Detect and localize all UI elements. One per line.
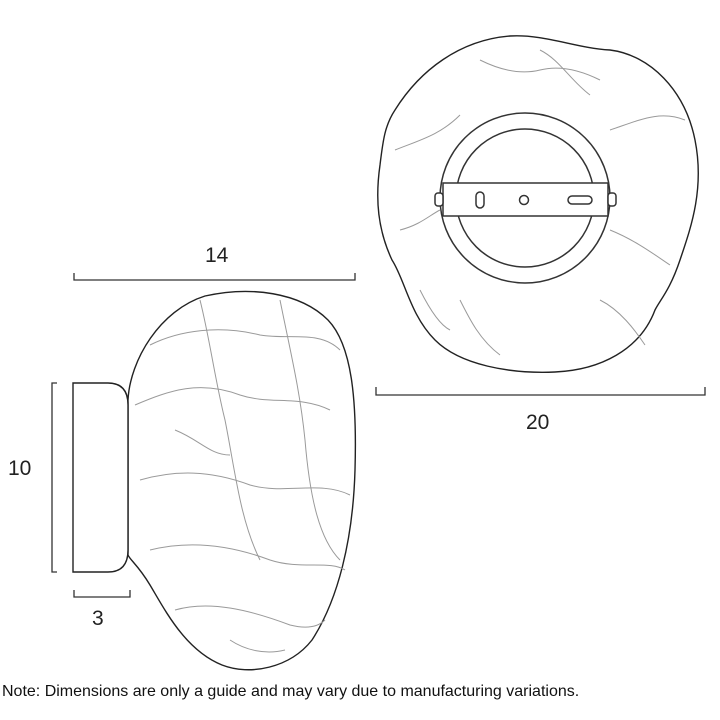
center-hole-icon [518,194,530,206]
screw-slot-icon [567,195,593,205]
dimension-line-3 [73,590,131,598]
dimension-line-10 [51,382,57,573]
screw-slot-icon [475,191,485,209]
dimension-label-20: 20 [526,411,550,434]
dimension-line-14 [73,273,356,281]
dimension-line-20 [375,387,706,396]
side-view-shade [127,290,357,671]
disclaimer-note: Note: Dimensions are only a guide and ma… [2,683,580,700]
dimension-label-14: 14 [205,244,229,267]
mounting-plate [434,112,617,284]
dimension-label-10: 10 [8,457,32,480]
side-view-backplate [72,382,129,573]
dimension-label-3: 3 [92,607,104,630]
